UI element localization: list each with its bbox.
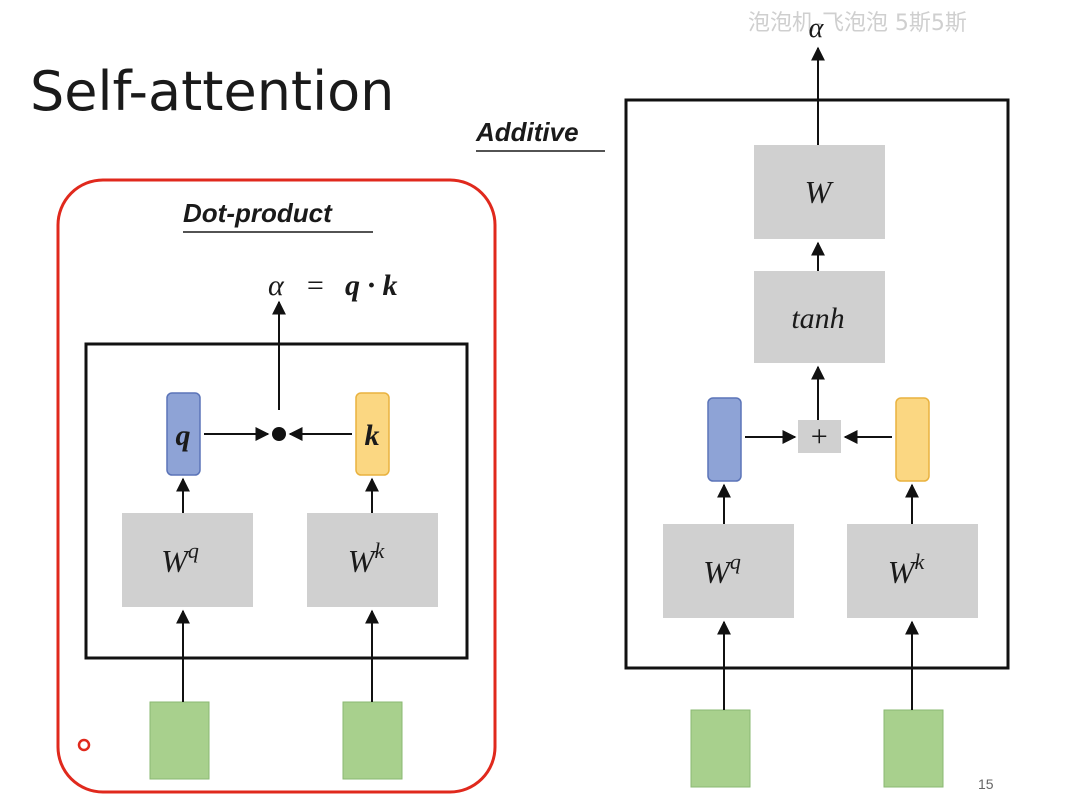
additive-wk-label: Wk: [888, 549, 926, 590]
dot-wk-box: [307, 513, 438, 607]
highlight-frame: [56, 178, 497, 794]
additive-k-vector: [895, 397, 930, 482]
additive-q-vector: [707, 397, 742, 482]
dot-wq-box: [122, 513, 253, 607]
additive-wk-box: [847, 524, 978, 618]
plus-label: +: [809, 420, 829, 453]
dot-formula-expr: q · k: [345, 269, 398, 302]
additive-w-label: W: [805, 174, 835, 210]
additive-input-right: [883, 709, 944, 788]
plus-box: [798, 420, 841, 453]
cursor-indicator: [77, 738, 91, 752]
dot-input-right: [342, 701, 403, 780]
k-label: k: [365, 419, 380, 452]
additive-wq-label: Wq: [703, 549, 741, 590]
dot-operator: [272, 427, 286, 441]
additive-input-left: [690, 709, 751, 788]
q-vector: [166, 392, 201, 476]
q-label: q: [176, 419, 191, 452]
dot-input-left: [149, 701, 210, 780]
dot-product-heading: Dot-product: [183, 198, 333, 228]
tanh-box: [754, 271, 885, 363]
dot-alpha: α: [268, 269, 285, 302]
additive-alpha: α: [809, 13, 825, 44]
watermark: 泡泡机-飞泡泡 5斯5斯: [748, 11, 967, 36]
additive-heading: Additive: [475, 117, 579, 147]
slide-title: Self-attention: [30, 60, 394, 123]
page-number: 15: [978, 776, 994, 792]
additive-w-box: [754, 145, 885, 239]
dot-equals: =: [305, 269, 325, 302]
dot-product-module-box: [84, 342, 469, 660]
dot-wq-label: Wq: [161, 538, 199, 579]
tanh-label: tanh: [791, 302, 844, 335]
additive-wq-box: [663, 524, 794, 618]
k-vector: [355, 392, 390, 476]
dot-wk-label: Wk: [348, 538, 386, 579]
